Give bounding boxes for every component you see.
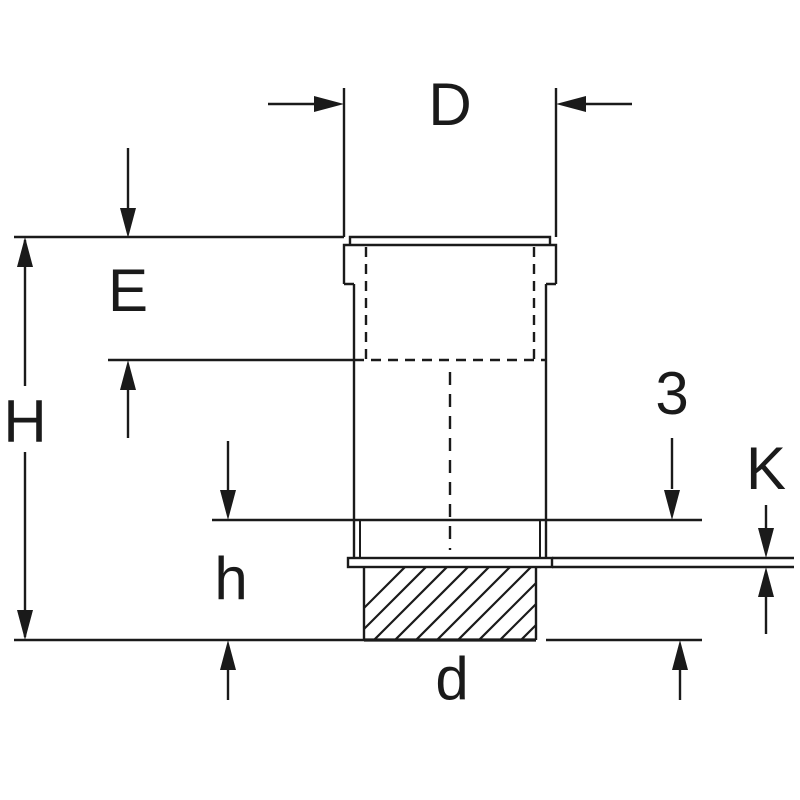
- dim-D: D: [268, 71, 632, 237]
- dim-label-E: E: [108, 257, 148, 324]
- socket-rim: [348, 235, 552, 245]
- arrow-down-icon: [220, 490, 236, 520]
- dim-bottom-right: [546, 638, 702, 700]
- dim-label-K: K: [746, 435, 786, 502]
- arrow-left-icon: [556, 96, 586, 112]
- dim-label-D: D: [428, 71, 471, 138]
- dim-K: K: [552, 435, 794, 634]
- dim-label-3: 3: [655, 360, 688, 427]
- socket-collar: [342, 243, 558, 284]
- seal-band-outer-walls: [352, 520, 548, 558]
- arrow-up-icon: [17, 237, 33, 267]
- arrow-up-icon: [120, 360, 136, 390]
- arrow-up-icon: [758, 567, 774, 597]
- hidden-edges: [354, 247, 546, 550]
- spigot-hatching: [364, 567, 536, 640]
- dim-label-H: H: [3, 388, 46, 455]
- arrow-right-icon: [314, 96, 344, 112]
- arrow-down-icon: [17, 610, 33, 640]
- arrow-down-icon: [664, 490, 680, 520]
- hatch-lines: [364, 567, 536, 640]
- seal-band-inner-walls: [359, 520, 541, 558]
- arrow-down-icon: [120, 208, 136, 238]
- dim-H: H: [3, 237, 364, 642]
- dim-label-h: h: [214, 545, 247, 612]
- arrow-up-icon: [220, 640, 236, 670]
- dim-h: h: [212, 441, 354, 700]
- arrow-up-icon: [672, 640, 688, 670]
- body-sides: [352, 284, 548, 520]
- dim-label-d: d: [435, 645, 468, 712]
- dim-E: E: [14, 148, 354, 438]
- arrow-down-icon: [758, 528, 774, 558]
- dim-3: 3: [546, 360, 702, 522]
- dim-d: d: [435, 645, 468, 712]
- bead-ring: [346, 556, 554, 569]
